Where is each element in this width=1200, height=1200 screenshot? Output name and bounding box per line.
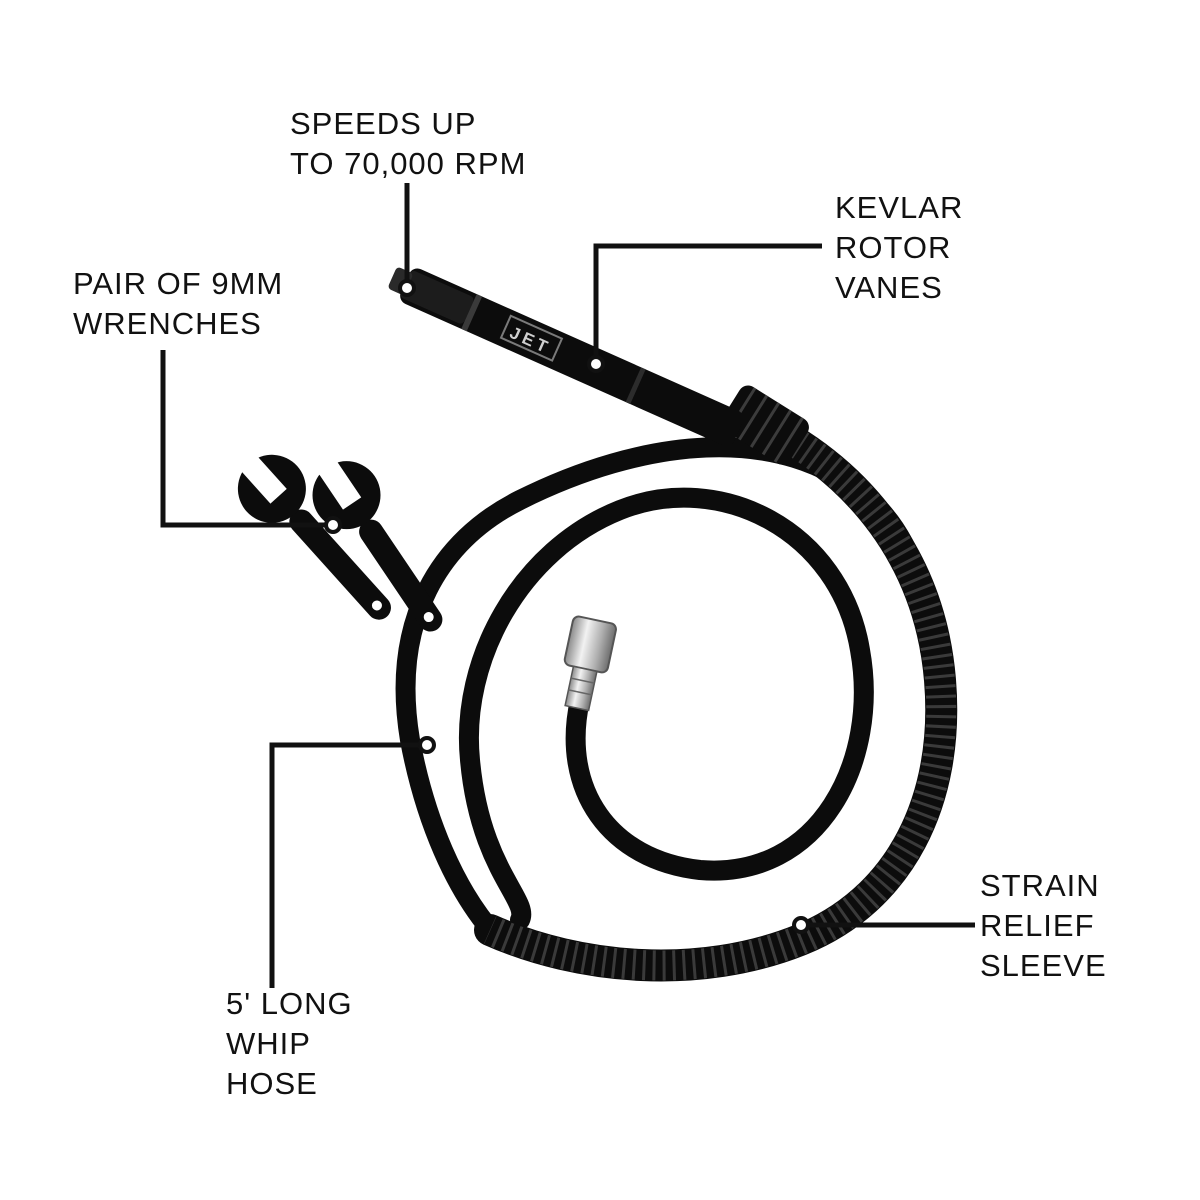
callout-sleeve-line-3: SLEEVE [980, 948, 1107, 983]
callout-rotor-line-1: KEVLAR [835, 190, 964, 225]
leader-rotor [593, 243, 822, 362]
callout-rotor-line-3: VANES [835, 270, 943, 305]
callout-speed-line-2: TO 70,000 RPM [290, 146, 527, 181]
callout-rotor: KEVLAR ROTOR VANES [835, 188, 963, 308]
marker-rotor [587, 355, 605, 373]
leader-hose [269, 742, 425, 988]
marker-sleeve [792, 916, 810, 934]
leader-wrenches [160, 350, 330, 528]
callout-speed-line-1: SPEEDS UP [290, 106, 477, 141]
callout-wrenches: PAIR OF 9MM WRENCHES [73, 264, 283, 344]
handpiece-collar [721, 385, 809, 465]
strain-relief-sleeve [474, 404, 958, 982]
whip-hose-inner-coil [458, 487, 874, 930]
callout-hose-line-1: 5' LONG [226, 986, 353, 1021]
handpiece: JET [388, 267, 744, 446]
callout-hose-line-3: HOSE [226, 1066, 318, 1101]
callout-sleeve-line-1: STRAIN [980, 868, 1100, 903]
marker-speed [398, 279, 416, 297]
callout-hose: 5' LONG WHIP HOSE [226, 984, 353, 1104]
callout-sleeve: STRAIN RELIEF SLEEVE [980, 866, 1107, 986]
callout-hose-line-2: WHIP [226, 1026, 311, 1061]
marker-hose [418, 736, 436, 754]
wrench-right [312, 454, 443, 632]
callout-speed: SPEEDS UP TO 70,000 RPM [290, 104, 526, 184]
marker-wrenches [324, 516, 342, 534]
wrench-left [235, 450, 391, 620]
callout-sleeve-line-2: RELIEF [980, 908, 1095, 943]
callout-wrenches-line-1: PAIR OF 9MM [73, 266, 284, 301]
callout-wrenches-line-2: WRENCHES [73, 306, 262, 341]
callout-rotor-line-2: ROTOR [835, 230, 952, 265]
hose-fitting [563, 615, 617, 712]
